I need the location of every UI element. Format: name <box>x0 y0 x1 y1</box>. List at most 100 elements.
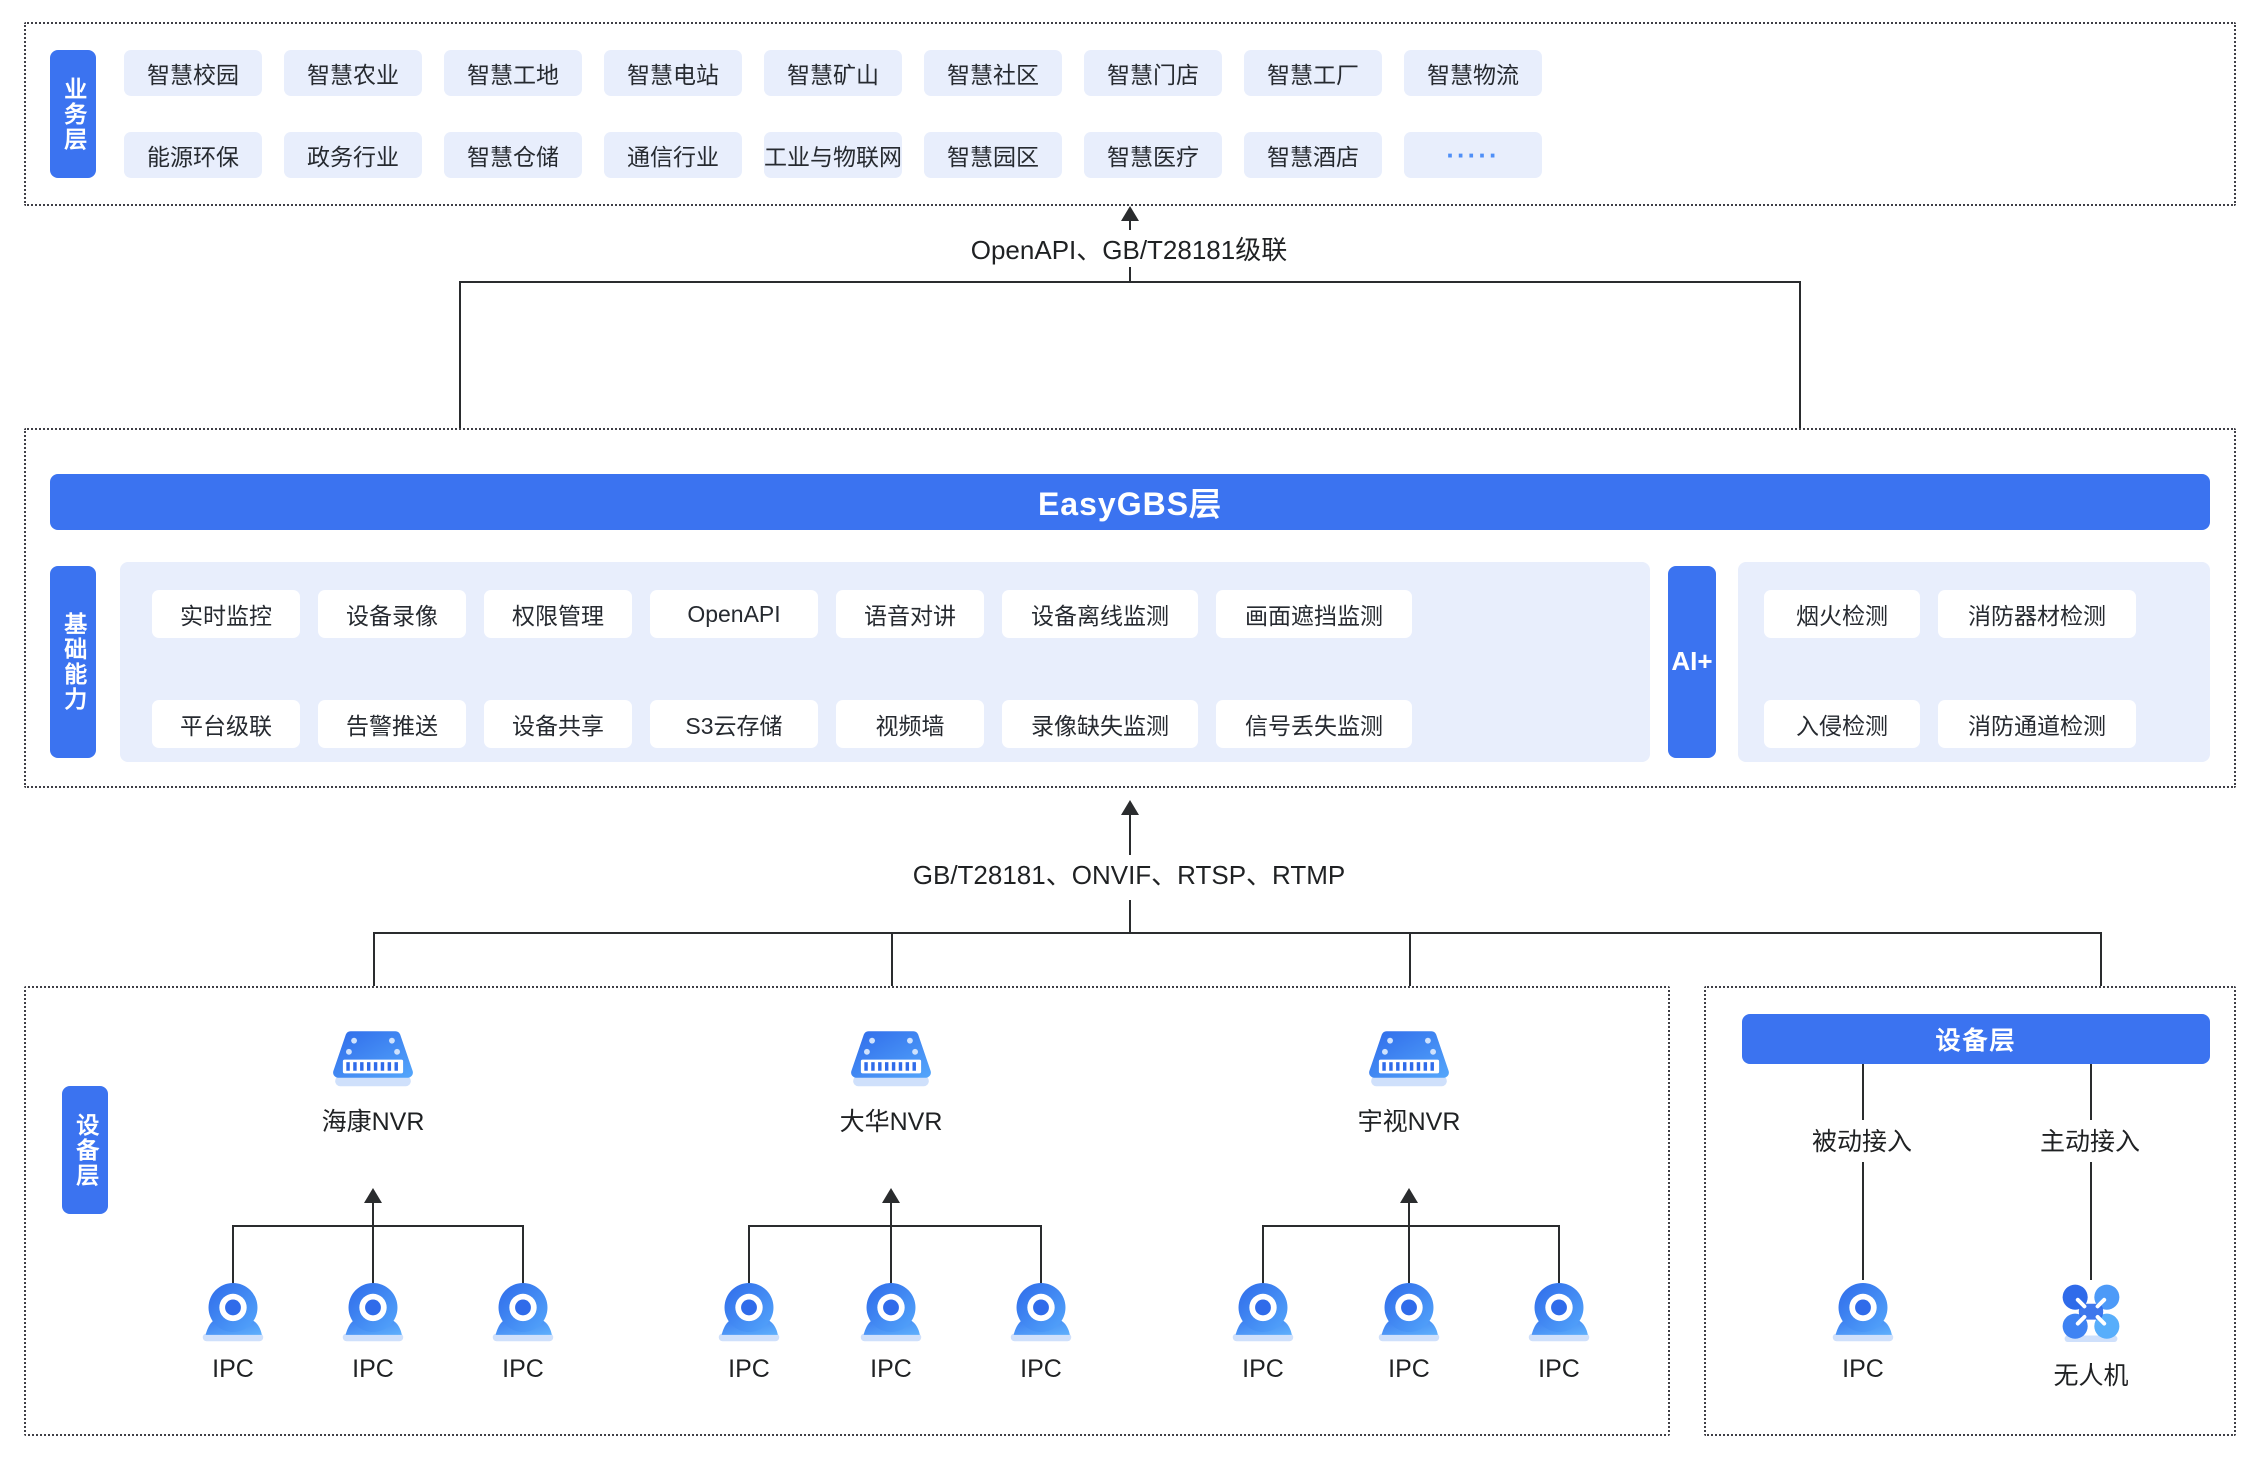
nvr-1-uplink-stem <box>372 1203 374 1227</box>
nvr-node[interactable]: 大华NVR <box>830 1022 952 1138</box>
capability-chip[interactable]: 平台级联 <box>152 700 300 748</box>
ai-capability-chip[interactable]: 消防通道检测 <box>1938 700 2136 748</box>
nvr-3-camera-bus <box>1262 1225 1558 1227</box>
ipc-node[interactable]: IPC <box>1520 1280 1598 1384</box>
business-chip[interactable]: 智慧工厂 <box>1244 50 1382 96</box>
nvr-icon <box>330 1022 416 1092</box>
top-connector-branch-left <box>459 281 461 461</box>
ipc-node[interactable]: IPC <box>1002 1280 1080 1384</box>
nvr-2-camera-bus <box>748 1225 1040 1227</box>
ipc-node[interactable]: IPC <box>334 1280 412 1384</box>
nvr-3-uplink-stem <box>1408 1203 1410 1227</box>
business-chip[interactable]: 智慧电站 <box>604 50 742 96</box>
ipc-label: IPC <box>728 1355 770 1383</box>
business-chip[interactable]: 智慧社区 <box>924 50 1062 96</box>
capability-chip[interactable]: 告警推送 <box>318 700 466 748</box>
ai-capability-chip[interactable]: 烟火检测 <box>1764 590 1920 638</box>
ai-capability-chip[interactable]: 入侵检测 <box>1764 700 1920 748</box>
capability-chip[interactable]: S3云存储 <box>650 700 818 748</box>
business-chip[interactable]: 智慧物流 <box>1404 50 1542 96</box>
nvr-icon <box>848 1022 934 1092</box>
nvr-2-drop-b <box>890 1225 892 1283</box>
nvr-node[interactable]: 海康NVR <box>312 1022 434 1138</box>
ipc-node[interactable]: IPC <box>194 1280 272 1384</box>
ipc-camera-icon <box>1827 1280 1899 1345</box>
nvr-label: 宇视NVR <box>1357 1108 1461 1136</box>
nvr-3-uplink-arrow-icon <box>1400 1188 1418 1203</box>
ipc-label: IPC <box>1538 1355 1580 1383</box>
capability-chip[interactable]: 信号丢失监测 <box>1216 700 1412 748</box>
capability-chip[interactable]: 语音对讲 <box>836 590 984 638</box>
device-layer-side-label: 设备层 <box>62 1086 108 1214</box>
bottom-connector-bus <box>373 932 2100 934</box>
nvr-label: 大华NVR <box>839 1108 943 1136</box>
ipc-camera-icon <box>487 1280 559 1345</box>
passive-access-label: 被动接入 <box>1784 1120 1940 1160</box>
ipc-camera-icon <box>197 1280 269 1345</box>
bus-drop-device-layer <box>2100 932 2102 1022</box>
capability-chip[interactable]: 设备共享 <box>484 700 632 748</box>
capability-chip[interactable]: 设备离线监测 <box>1002 590 1198 638</box>
ipc-label: IPC <box>870 1355 912 1383</box>
business-chip-more[interactable]: ····· <box>1404 132 1542 178</box>
nvr-node[interactable]: 宇视NVR <box>1348 1022 1470 1138</box>
ipc-label: IPC <box>212 1355 254 1383</box>
ipc-label: IPC <box>1842 1355 1884 1383</box>
ipc-camera-icon <box>1523 1280 1595 1345</box>
active-access-line-bottom <box>2090 1162 2092 1280</box>
business-chip[interactable]: 智慧工地 <box>444 50 582 96</box>
ipc-label: IPC <box>1020 1355 1062 1383</box>
ipc-camera-icon <box>713 1280 785 1345</box>
business-chip[interactable]: 通信行业 <box>604 132 742 178</box>
ipc-node[interactable]: IPC <box>852 1280 930 1384</box>
ai-capability-chip[interactable]: 消防器材检测 <box>1938 590 2136 638</box>
business-chip[interactable]: 智慧校园 <box>124 50 262 96</box>
bottom-connector-stem <box>1129 815 1131 867</box>
capability-chip[interactable]: OpenAPI <box>650 590 818 638</box>
nvr-1-drop-c <box>522 1225 524 1283</box>
capability-chip[interactable]: 权限管理 <box>484 590 632 638</box>
ipc-label: IPC <box>1242 1355 1284 1383</box>
active-access-line-top <box>2090 1064 2092 1130</box>
business-chip[interactable]: 智慧门店 <box>1084 50 1222 96</box>
nvr-3-drop-c <box>1558 1225 1560 1283</box>
business-chip[interactable]: 智慧医疗 <box>1084 132 1222 178</box>
top-connector-branch-right <box>1799 281 1801 461</box>
business-chip[interactable]: 智慧园区 <box>924 132 1062 178</box>
ipc-node[interactable]: IPC <box>1370 1280 1448 1384</box>
bus-drop-nvr-1 <box>373 932 375 1004</box>
ipc-node[interactable]: IPC <box>1224 1280 1302 1384</box>
bus-drop-nvr-3 <box>1409 932 1411 1004</box>
drone-node[interactable]: 无人机 <box>2052 1280 2130 1392</box>
capability-chip[interactable]: 实时监控 <box>152 590 300 638</box>
ipc-label: IPC <box>1388 1355 1430 1383</box>
ipc-camera-icon <box>855 1280 927 1345</box>
ipc-node-passive[interactable]: IPC <box>1824 1280 1902 1384</box>
nvr-2-uplink-arrow-icon <box>882 1188 900 1203</box>
business-chip[interactable]: 智慧矿山 <box>764 50 902 96</box>
device-layer-title-bar: 设备层 <box>1742 1014 2210 1064</box>
business-chip[interactable]: 能源环保 <box>124 132 262 178</box>
business-chip[interactable]: 政务行业 <box>284 132 422 178</box>
top-connector-label: OpenAPI、GB/T28181级联 <box>929 230 1329 267</box>
capability-chip[interactable]: 录像缺失监测 <box>1002 700 1198 748</box>
nvr-2-drop-a <box>748 1225 750 1283</box>
business-chip[interactable]: 智慧酒店 <box>1244 132 1382 178</box>
top-connector-arrow-icon <box>1121 206 1139 221</box>
ipc-node[interactable]: IPC <box>484 1280 562 1384</box>
nvr-1-camera-bus <box>232 1225 522 1227</box>
capability-chip[interactable]: 视频墙 <box>836 700 984 748</box>
capability-chip[interactable]: 设备录像 <box>318 590 466 638</box>
capability-chip[interactable]: 画面遮挡监测 <box>1216 590 1412 638</box>
business-chip[interactable]: 智慧农业 <box>284 50 422 96</box>
nvr-label: 海康NVR <box>321 1108 425 1136</box>
business-chip[interactable]: 工业与物联网 <box>764 132 902 178</box>
ipc-label: IPC <box>352 1355 394 1383</box>
drone-label: 无人机 <box>2053 1362 2129 1390</box>
bottom-connector-stem-lower <box>1129 900 1131 932</box>
business-chip[interactable]: 智慧仓储 <box>444 132 582 178</box>
ipc-node[interactable]: IPC <box>710 1280 788 1384</box>
drone-icon <box>2057 1280 2125 1346</box>
top-connector-bus <box>459 281 1801 283</box>
